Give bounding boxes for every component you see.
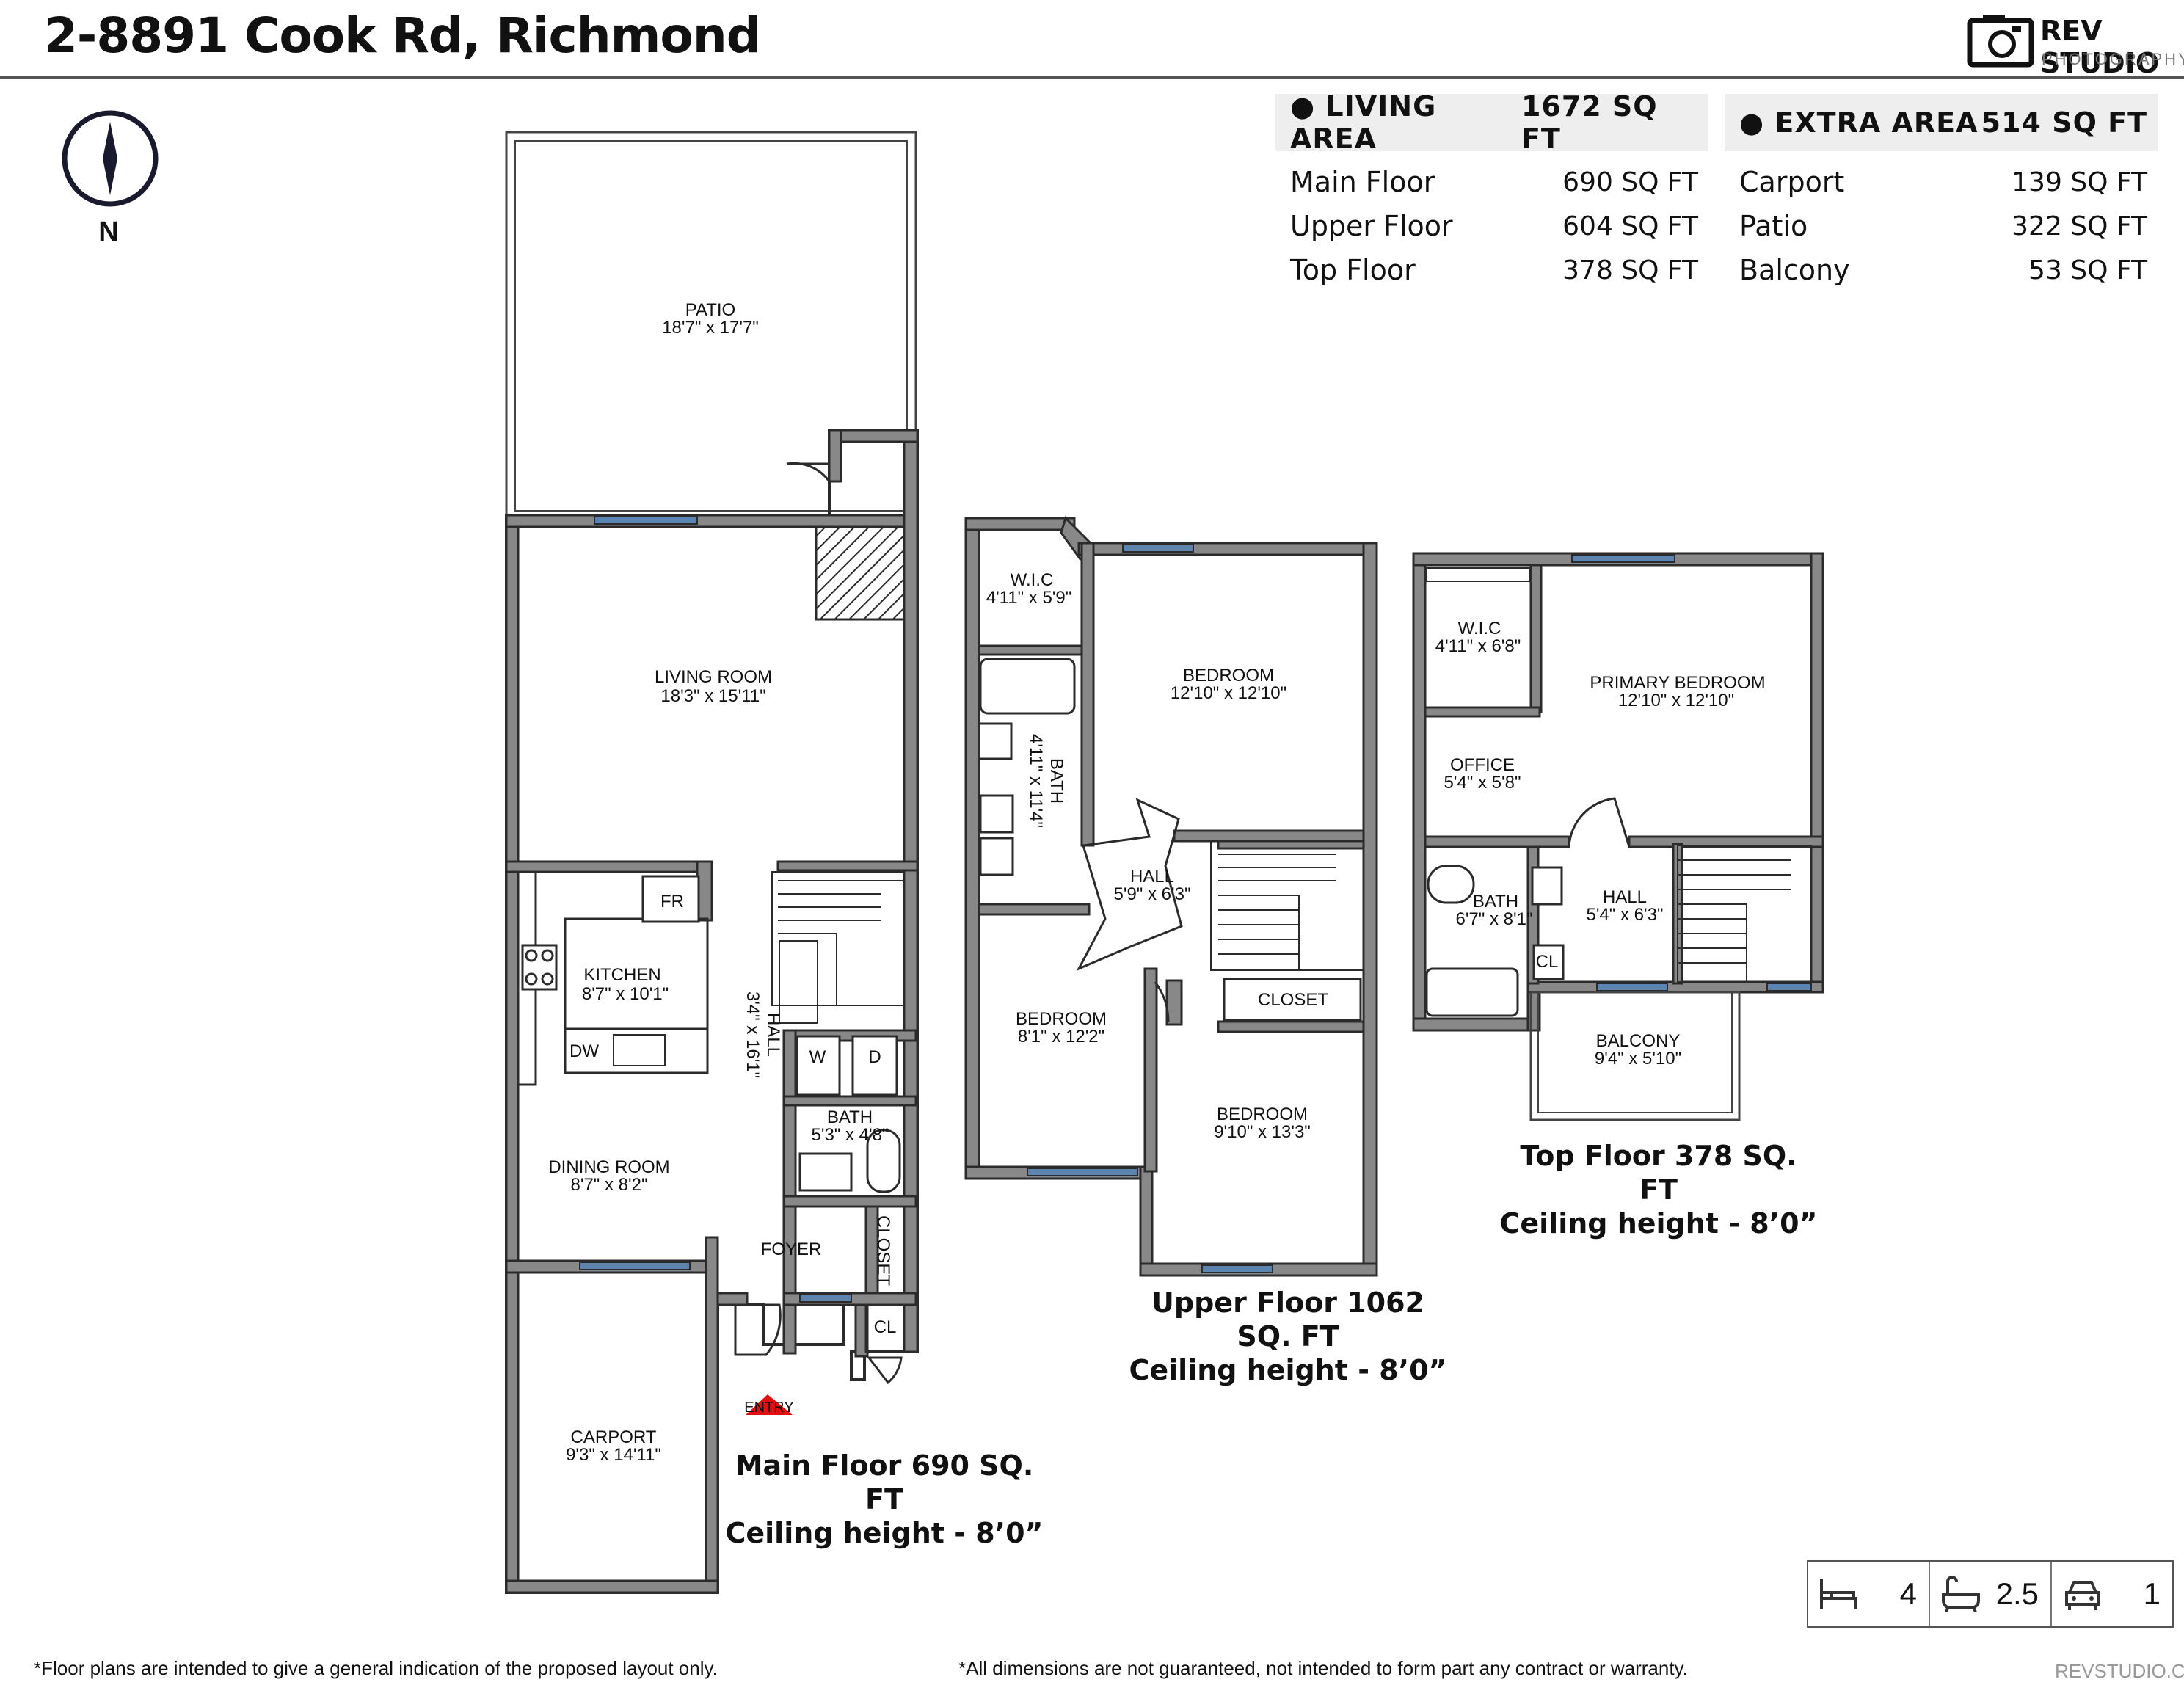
room-main-closet-name: CLOSET: [873, 1215, 893, 1286]
room-top-bath-name: BATH: [1473, 892, 1518, 911]
room-top-hall-dim: 5'4" x 6'3": [1587, 905, 1664, 925]
room-balcony-dim: 9'4" x 5'10": [1595, 1049, 1681, 1069]
room-up-wic-dim: 4'11" x 5'9": [986, 588, 1072, 608]
room-balcony-name: BALCONY: [1596, 1031, 1681, 1051]
footer-disclaimer-layout: *Floor plans are intended to give a gene…: [34, 1657, 718, 1679]
compass-label: N: [98, 216, 118, 247]
room-up-bath-dim: 4'11" x 11'4": [1026, 734, 1046, 828]
room-top-hall-name: HALL: [1603, 887, 1647, 907]
footer-site-link[interactable]: REVSTUDIO.CA: [2055, 1660, 2184, 1682]
main-floor: [505, 131, 919, 1594]
room-dw-name: DW: [569, 1041, 599, 1061]
room-top-bath-dim: 6'7" x 8'1": [1456, 909, 1533, 929]
parking-feature: 1: [2052, 1562, 2172, 1626]
room-up-bedroom2-dim: 8'1" x 12'2": [1018, 1027, 1104, 1047]
entry-label: ENTRY: [744, 1400, 793, 1416]
top-floor: [1412, 552, 1824, 1121]
room-carport-dim: 9'3" x 14'11": [566, 1445, 661, 1465]
room-dining-name: DINING ROOM: [548, 1157, 669, 1177]
room-main-hall-name: HALL: [763, 1013, 783, 1057]
bedrooms-feature: 4: [1808, 1562, 1930, 1626]
feature-bar: 4 2.5 1: [1807, 1560, 2174, 1628]
brand-logo: REV STUDIO PHOTOGRAPHY: [1967, 10, 2184, 79]
room-up-bedroom3-name: BEDROOM: [1217, 1104, 1308, 1124]
room-fr-name: FR: [660, 892, 684, 911]
room-up-bedroom1-name: BEDROOM: [1183, 666, 1274, 685]
room-living-name: LIVING ROOM: [655, 667, 772, 687]
room-top-wic-name: W.I.C: [1458, 619, 1502, 638]
brand-name: REV STUDIO: [2040, 15, 2160, 79]
extra-area-label: ● EXTRA AREA: [1739, 106, 1979, 139]
bed-icon: [1820, 1579, 1857, 1609]
room-dryer-name: D: [868, 1047, 881, 1067]
brand-subtitle: PHOTOGRAPHY: [2042, 50, 2184, 68]
room-top-primary-name: PRIMARY BEDROOM: [1590, 673, 1765, 693]
room-up-hall-dim: 5'9" x 6'3": [1114, 884, 1191, 904]
bedrooms-count: 4: [1899, 1576, 1917, 1611]
camera-icon: [1967, 15, 2034, 68]
header-divider: [0, 76, 2184, 79]
room-washer-name: W: [809, 1047, 826, 1067]
footer-disclaimer-dimensions: *All dimensions are not guaranteed, not …: [958, 1657, 1688, 1679]
page-title: 2-8891 Cook Rd, Richmond: [44, 7, 761, 64]
room-up-wic-name: W.I.C: [1011, 570, 1054, 590]
room-patio-dim: 18'7" x 17'7": [662, 318, 759, 338]
living-area-total: 1672 SQ FT: [1521, 90, 1658, 155]
bathtub-icon: [1942, 1576, 1980, 1612]
room-top-office-dim: 5'4" x 5'8": [1444, 773, 1521, 793]
car-icon: [2065, 1581, 2100, 1610]
room-dining-dim: 8'7" x 8'2": [571, 1175, 648, 1195]
room-kitchen-dim: 8'7" x 10'1": [582, 984, 669, 1004]
room-main-hall-dim: 3'4" x 16'1": [743, 991, 762, 1078]
room-up-bedroom2-name: BEDROOM: [1016, 1009, 1107, 1029]
room-carport-name: CARPORT: [571, 1427, 657, 1447]
room-up-closet-name: CLOSET: [1258, 990, 1328, 1010]
room-foyer-name: FOYER: [761, 1240, 822, 1259]
entry-marker: [746, 1394, 793, 1415]
upper-floor: [964, 516, 1378, 1277]
room-up-bedroom3-dim: 9'10" x 13'3": [1214, 1122, 1311, 1142]
room-up-hall-name: HALL: [1130, 867, 1174, 887]
living-area-label: ● LIVING AREA: [1290, 90, 1437, 155]
room-living-dim: 18'3" x 15'11": [660, 686, 765, 706]
room-top-cl-name: CL: [1536, 952, 1559, 972]
extra-area-total: 514 SQ FT: [1981, 106, 2147, 139]
room-up-bedroom1-dim: 12'10" x 12'10": [1171, 683, 1286, 703]
room-main-bath-name: BATH: [827, 1107, 873, 1127]
room-kitchen-name: KITCHEN: [583, 965, 660, 985]
bathrooms-feature: 2.5: [1930, 1562, 2052, 1626]
room-top-wic-dim: 4'11" x 6'8": [1435, 636, 1521, 656]
room-patio-name: PATIO: [685, 300, 735, 320]
parking-count: 1: [2143, 1576, 2161, 1611]
bathrooms-count: 2.5: [1995, 1576, 2039, 1611]
room-main-bath-dim: 5'3" x 4'8": [812, 1125, 889, 1145]
room-top-primary-dim: 12'10" x 12'10": [1618, 691, 1734, 710]
room-top-office-name: OFFICE: [1450, 755, 1515, 775]
room-up-bath-name: BATH: [1046, 758, 1066, 804]
compass-icon: N: [62, 110, 159, 247]
room-main-cl-name: CL: [874, 1317, 897, 1337]
